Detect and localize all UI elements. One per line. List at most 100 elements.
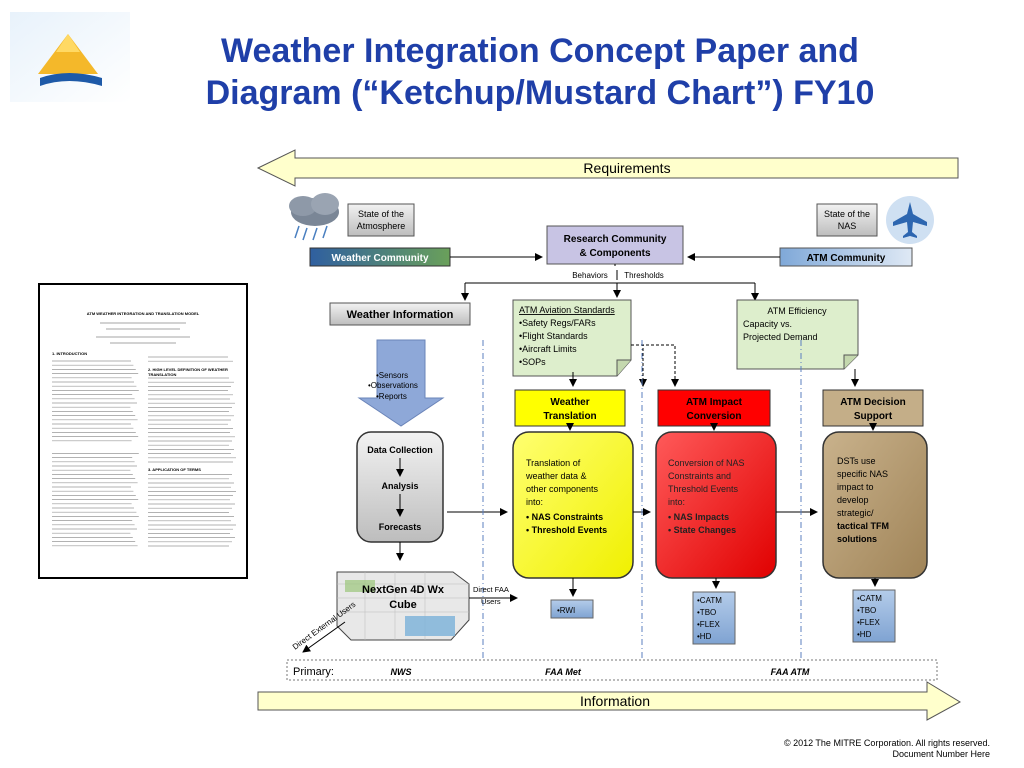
atm-community-label: ATM Community [807, 253, 886, 264]
nextgen-4d-wx-cube: NextGen 4D Wx Cube [336, 571, 470, 641]
paper-section3: 3. APPLICATION OF TERMS [148, 467, 201, 472]
direct-faa-line1: Direct FAA [473, 585, 509, 594]
dst-text: strategic/ [837, 508, 874, 518]
data-collection-block: Data Collection Analysis Forecasts [356, 431, 444, 543]
aviation-standards-title: ATM Aviation Standards [519, 305, 615, 315]
atm-impact-conversion-block: Conversion of NAS Constraints and Thresh… [655, 431, 777, 579]
paper-section2: 2. HIGH LEVEL DEFINITION OF WEATHER TRAN… [148, 367, 228, 377]
primary-faa-atm: FAA ATM [771, 667, 810, 677]
paper-title: ATM WEATHER INTEGRATION AND TRANSLATION … [86, 311, 200, 316]
aic-line1: ATM Impact [686, 397, 743, 408]
research-community-box: Research Community & Components [546, 225, 684, 265]
impact-tags: •CATM •TBO •FLEX •HD [692, 591, 736, 645]
atm-aviation-standards-note: ATM Aviation Standards •Safety Regs/FARs… [512, 299, 632, 377]
translation-text: into: [526, 497, 543, 507]
sensors-item: •Sensors [376, 371, 408, 380]
efficiency-line1: ATM Efficiency [767, 306, 827, 316]
atm-impact-conversion-header: ATM Impact Conversion [657, 389, 771, 427]
ads-line2: Support [854, 411, 893, 422]
concept-paper-thumbnail: ATM WEATHER INTEGRATION AND TRANSLATION … [38, 283, 248, 579]
primary-label: Primary: [293, 666, 334, 678]
state-nas-line2: NAS [838, 221, 857, 231]
research-line2: & Components [579, 248, 651, 259]
conversion-text: Constraints and [668, 471, 731, 481]
ads-line1: ATM Decision [840, 397, 905, 408]
dst-text: solutions [837, 534, 877, 544]
conversion-text: • NAS Impacts [668, 512, 729, 522]
atm-decision-support-header: ATM Decision Support [822, 389, 924, 427]
weather-community-label: Weather Community [331, 253, 428, 264]
impact-tag: •TBO [697, 608, 716, 617]
footer: © 2012 The MITRE Corporation. All rights… [784, 738, 990, 760]
requirements-arrow: Requirements [256, 149, 959, 187]
atm-decision-support-block: DSTs use specific NAS impact to develop … [822, 431, 928, 579]
mitre-logo [10, 12, 130, 102]
dst-text: DSTs use [837, 456, 876, 466]
aic-line2: Conversion [686, 411, 741, 422]
slide-title: Weather Integration Concept Paper and Di… [100, 30, 980, 114]
translation-text: Translation of [526, 458, 581, 468]
rwi-label: •RWI [557, 606, 575, 615]
information-label: Information [580, 693, 650, 709]
footer-copyright: © 2012 The MITRE Corporation. All rights… [783, 738, 990, 748]
weather-translation-block: Translation of weather data & other comp… [512, 431, 634, 579]
translation-text: weather data & [525, 471, 587, 481]
ketchup-mustard-diagram: Requirements State of the Atmosphere Wea… [256, 149, 962, 721]
wt-line2: Translation [543, 411, 596, 422]
conversion-text: Threshold Events [668, 484, 739, 494]
decision-tag: •HD [857, 630, 872, 639]
requirements-label: Requirements [583, 160, 670, 176]
information-arrow: Information [257, 681, 962, 721]
decision-tag: •TBO [857, 606, 876, 615]
weather-information-box: Weather Information [329, 302, 471, 326]
state-nas-line1: State of the [824, 209, 870, 219]
wt-line1: Weather [550, 397, 589, 408]
primary-faa-met: FAA Met [545, 667, 582, 677]
research-line1: Research Community [564, 234, 667, 245]
footer-doc-number: Document Number Here [892, 749, 990, 759]
dst-text: develop [837, 495, 869, 505]
observations-item: •Observations [368, 381, 418, 390]
aviation-standard-item: •Aircraft Limits [519, 344, 577, 354]
state-atmosphere-line1: State of the [358, 209, 404, 219]
direct-faa-line2: Users [481, 597, 501, 606]
impact-tag: •CATM [697, 596, 722, 605]
airplane-icon [886, 196, 934, 244]
cube-line1: NextGen 4D Wx [362, 584, 445, 596]
conversion-text: into: [668, 497, 685, 507]
translation-text: • Threshold Events [526, 525, 607, 535]
sensors-arrow: •Sensors •Observations •Reports [357, 339, 445, 427]
slide-title-line2: Diagram (“Ketchup/Mustard Chart”) FY10 [205, 74, 875, 112]
thresholds-label: Thresholds [624, 271, 664, 280]
atm-efficiency-note: ATM Efficiency Capacity vs. Projected De… [736, 299, 859, 370]
aviation-standard-item: •Flight Standards [519, 331, 588, 341]
dst-text: impact to [837, 482, 874, 492]
decision-tag: •FLEX [857, 618, 880, 627]
weather-translation-header: Weather Translation [514, 389, 626, 427]
process-forecasts: Forecasts [379, 522, 422, 532]
primary-nws: NWS [391, 667, 412, 677]
process-data-collection: Data Collection [367, 445, 433, 455]
weather-community-banner: Weather Community [309, 247, 451, 267]
impact-tag: •FLEX [697, 620, 720, 629]
aviation-standard-item: •Safety Regs/FARs [519, 318, 596, 328]
state-of-atmosphere-box: State of the Atmosphere [347, 203, 415, 237]
primary-row: Primary: NWS FAA Met FAA ATM [286, 659, 938, 681]
atm-community-banner: ATM Community [779, 247, 913, 267]
dst-text: tactical TFM [837, 521, 889, 531]
efficiency-line2: Capacity vs. [743, 319, 792, 329]
paper-section1: 1. INTRODUCTION [52, 351, 88, 356]
conversion-text: Conversion of NAS [668, 458, 745, 468]
behaviors-label: Behaviors [572, 271, 608, 280]
decision-tags: •CATM •TBO •FLEX •HD [852, 589, 896, 643]
conversion-text: • State Changes [668, 525, 736, 535]
reports-item: •Reports [376, 392, 407, 401]
translation-text: other components [526, 484, 599, 494]
process-analysis: Analysis [381, 481, 418, 491]
impact-tag: •HD [697, 632, 712, 641]
state-atmosphere-line2: Atmosphere [357, 221, 406, 231]
aviation-standard-item: •SOPs [519, 357, 546, 367]
paper-text-lines [52, 322, 236, 547]
cube-line2: Cube [389, 599, 417, 611]
storm-cloud-icon [289, 193, 339, 241]
